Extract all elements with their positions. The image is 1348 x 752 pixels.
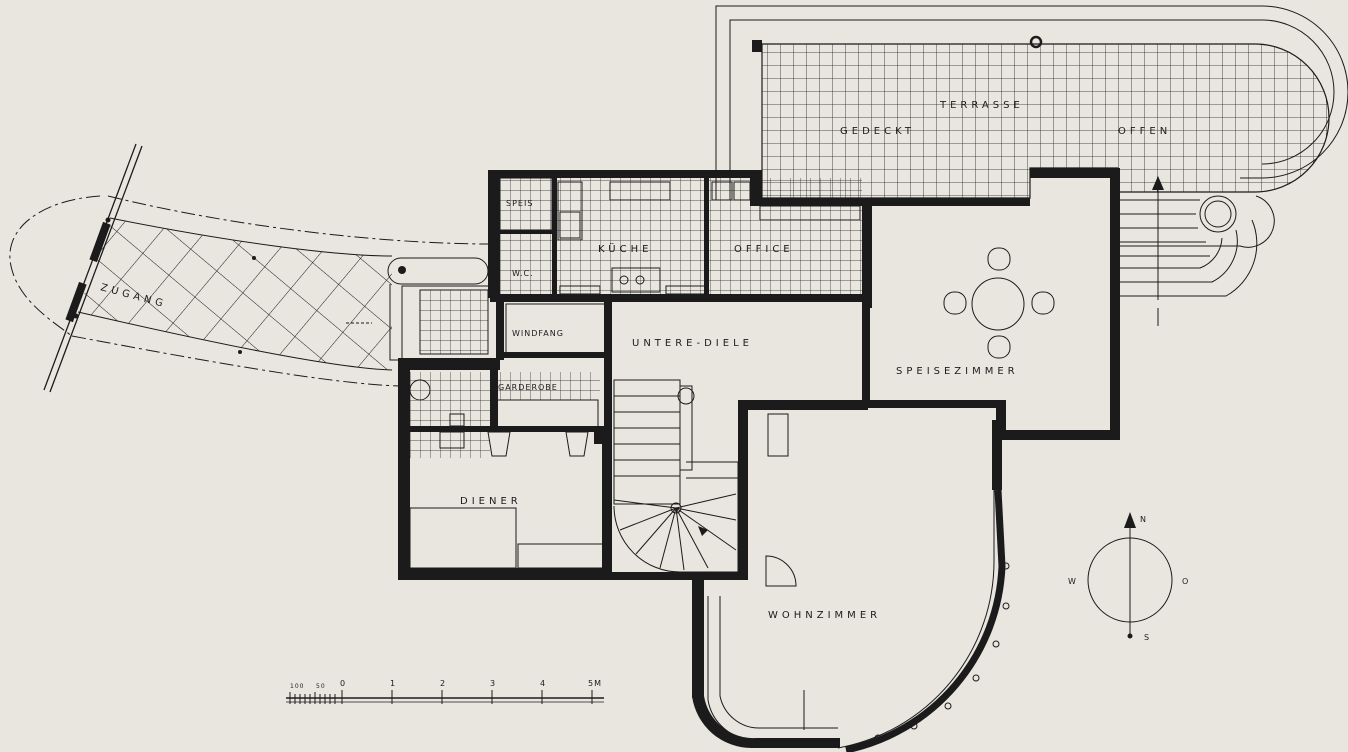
compass-east: O [1182,577,1189,586]
west-rooms: WINDFANG GARDEROBE [409,303,608,458]
label-garderobe: GARDEROBE [498,383,558,392]
scale-label-100: 100 [290,683,304,690]
entrance-path: ZUGANG [9,143,491,393]
label-offen: OFFEN [1118,126,1171,137]
kitchen-block: SPEIS KÜCHE OFFICE W.C. [499,177,862,296]
scale-bar: 100 50 0 1 2 3 4 5M [286,679,604,704]
servant-room: DIENER [409,496,605,569]
terrace: TERRASSE GEDECKT OFFEN [715,5,1348,326]
label-diener: DIENER [460,496,522,507]
scale-label-3: 3 [490,679,496,688]
porch [387,257,490,361]
scale-label-0: 0 [340,679,346,688]
staircase: UNTERE-DIELE [613,338,753,573]
label-wohnzimmer: WOHNZIMMER [768,610,881,621]
label-gedeckt: GEDECKT [840,126,915,137]
living-room: WOHNZIMMER [707,413,1010,749]
scale-label-4: 4 [540,679,546,688]
scale-label-2: 2 [440,679,446,688]
label-office: OFFICE [734,244,794,255]
dining-room: SPEISEZIMMER [896,247,1055,377]
compass: N S W O [1068,512,1189,642]
label-windfang: WINDFANG [512,329,564,338]
label-speis: SPEIS [506,199,533,208]
compass-north: N [1140,515,1147,524]
label-untere-diele: UNTERE-DIELE [632,338,753,349]
compass-south: S [1144,633,1150,642]
scale-label-5m: 5M [588,679,602,688]
compass-west: W [1068,577,1077,586]
label-kueche: KÜCHE [598,242,652,255]
label-wc: W.C. [512,269,534,278]
walls [398,168,1120,752]
scale-label-1: 1 [390,679,396,688]
scale-label-50: 50 [316,683,326,690]
label-speisezimmer: SPEISEZIMMER [896,366,1019,377]
label-terrasse: TERRASSE [939,100,1024,111]
